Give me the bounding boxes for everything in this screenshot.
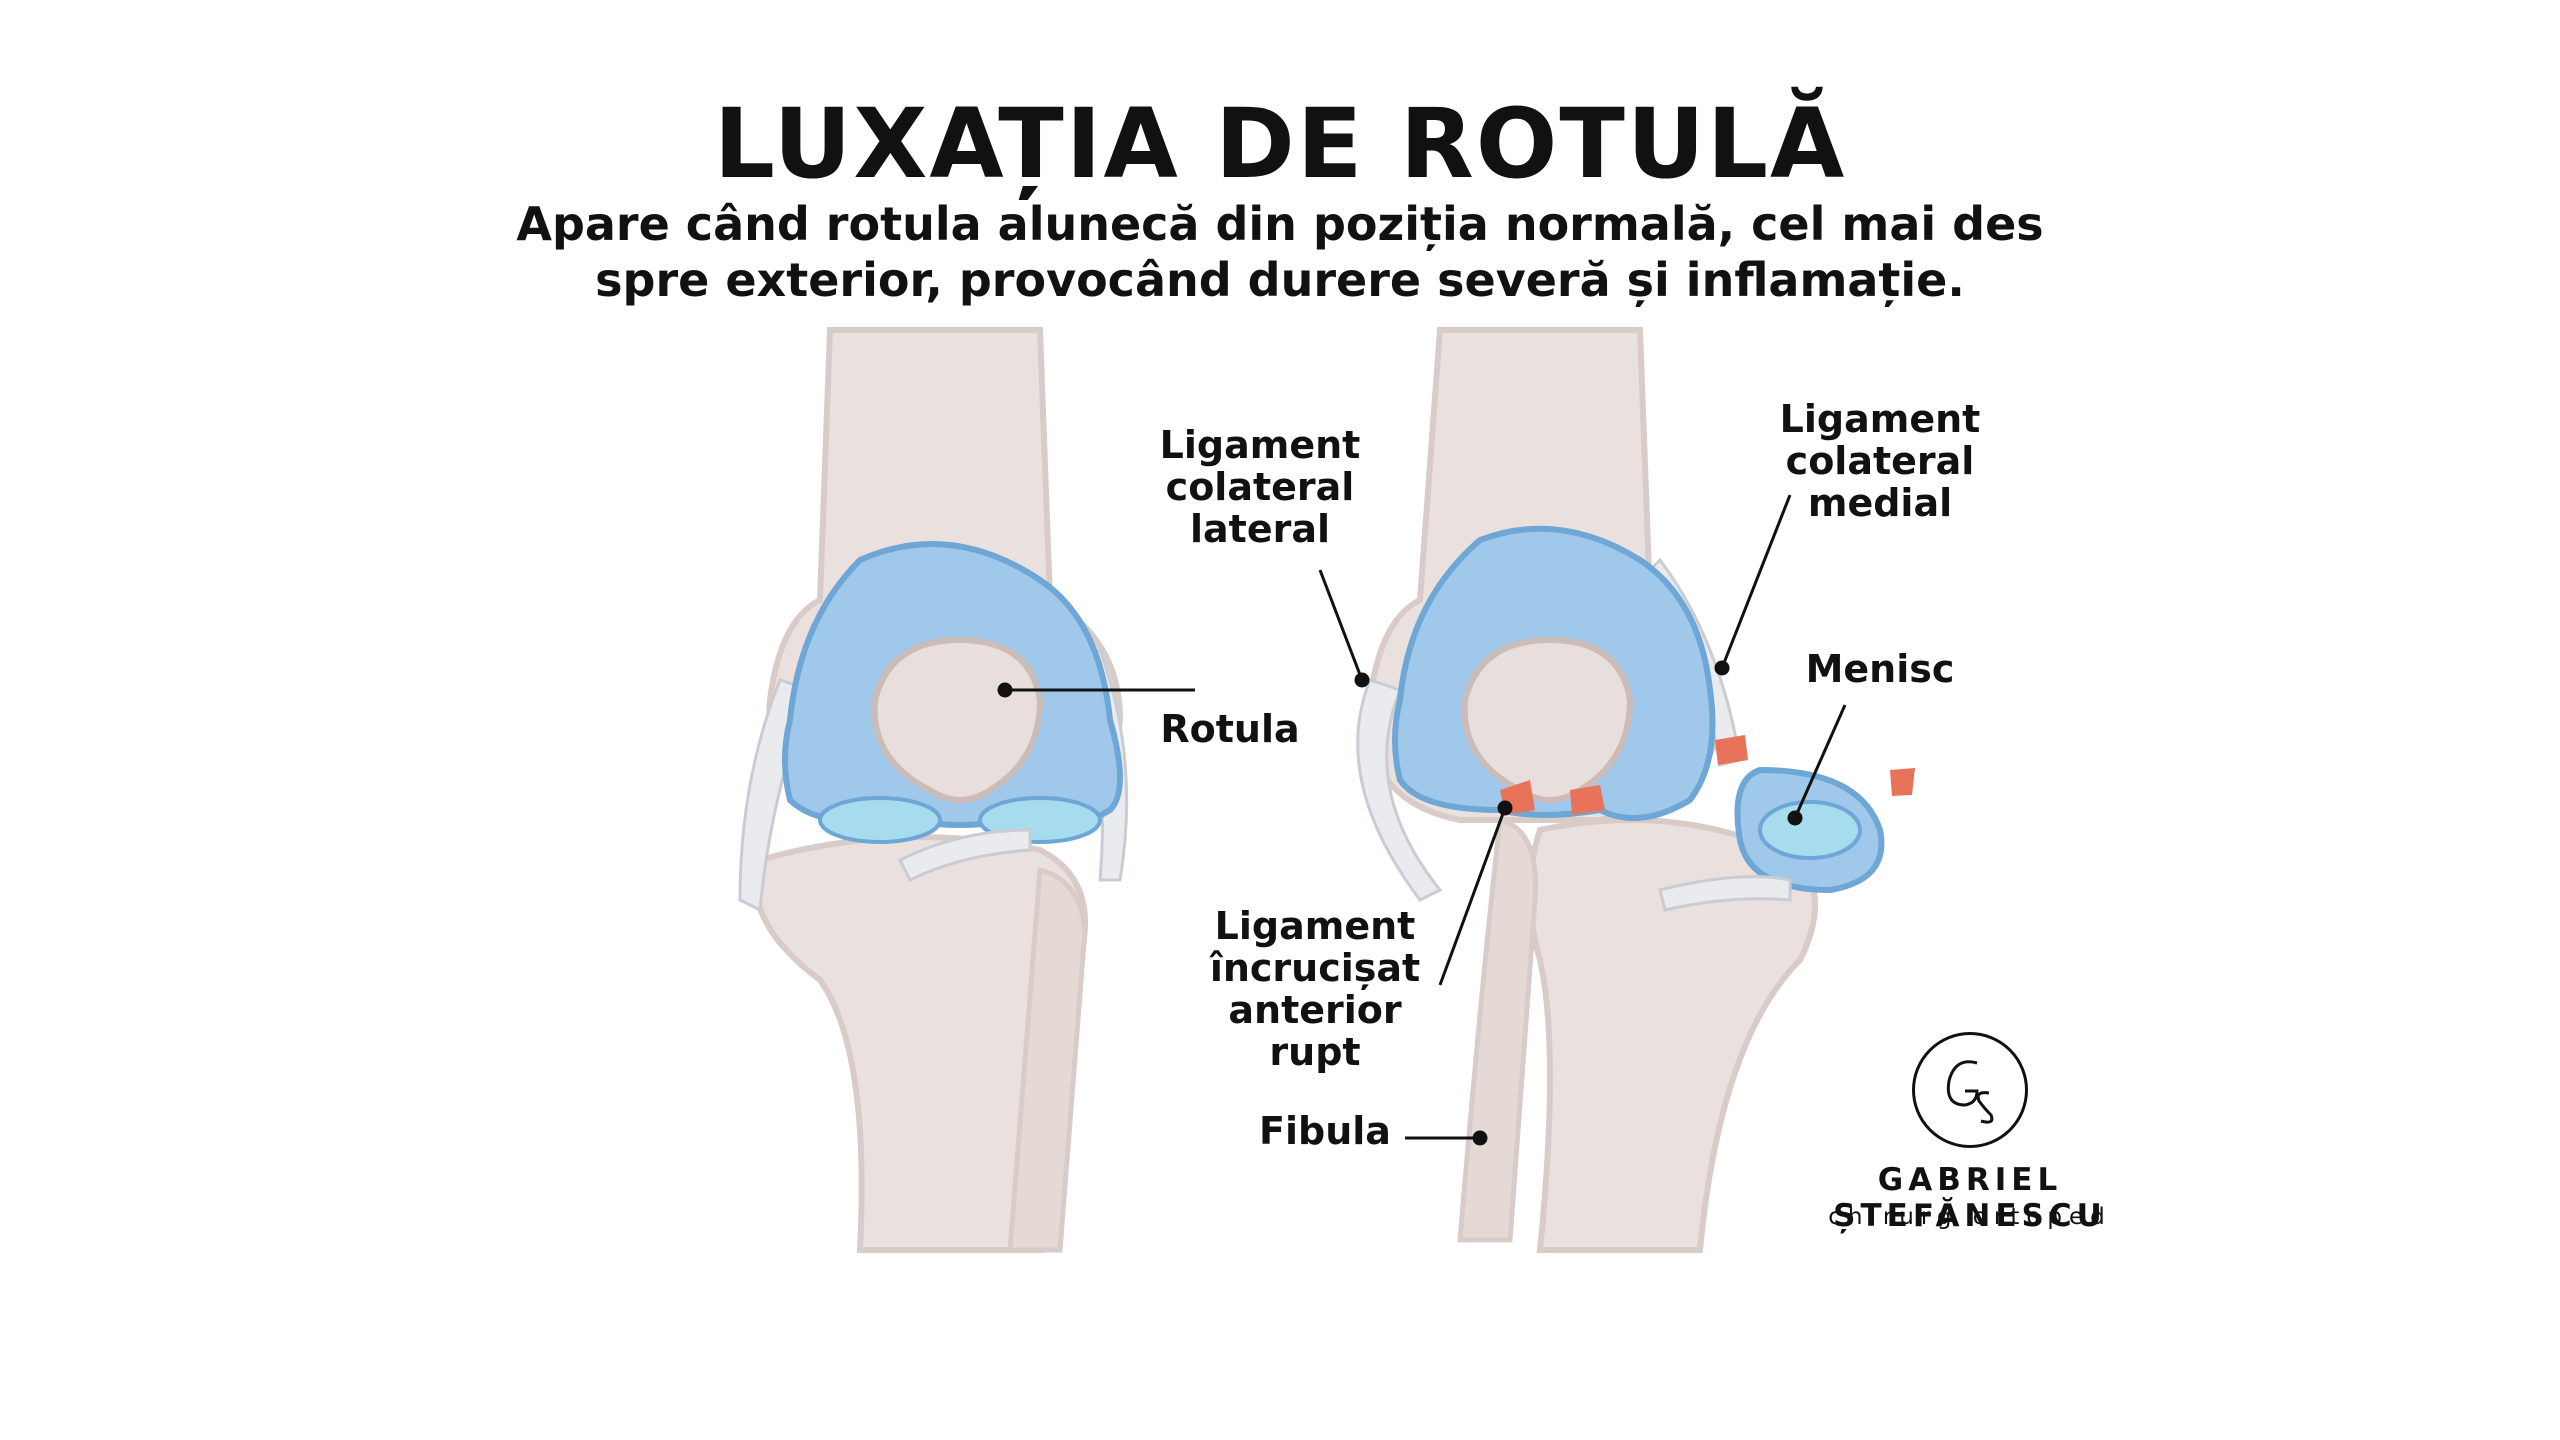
brand-name: GABRIEL ȘTEFĂNESCU <box>1833 1162 2107 1234</box>
leader-lcl <box>1318 569 1364 681</box>
label-fibula: Fibula <box>1259 1109 1391 1153</box>
label-lcl-line-2: colateral <box>1165 465 1355 509</box>
leader-acl-dot <box>1497 800 1513 816</box>
label-menisc: Menisc <box>1805 647 1955 691</box>
label-rotula: Rotula <box>1160 707 1300 751</box>
meniscus-left <box>818 796 942 844</box>
label-acl: Ligament încrucișat anterior rupt <box>1180 905 1450 1073</box>
leader-fibula-dot <box>1472 1130 1488 1146</box>
label-mcl-line-3: medial <box>1807 481 1953 525</box>
leader-menisc-dot <box>1787 810 1803 826</box>
patella-left <box>871 636 1044 803</box>
subtitle-line-1: Apare când rotula alunecă din poziția no… <box>516 197 2044 251</box>
label-mcl-line-2: colateral <box>1785 439 1975 483</box>
meniscus-right-inner <box>1758 800 1862 860</box>
subtitle: Apare când rotula alunecă din poziția no… <box>330 196 2230 308</box>
dislocated-knee <box>1356 327 1915 1253</box>
logo <box>1912 1032 2028 1148</box>
fibula-right <box>1457 816 1539 1243</box>
leader-rotula-dot <box>997 682 1013 698</box>
label-acl-line-3: anterior rupt <box>1228 988 1402 1074</box>
fibula-left <box>1007 866 1088 1253</box>
brand-role: chirurg ortoped <box>1828 1204 2112 1230</box>
tear-meniscus <box>1890 768 1915 796</box>
ligament-tibial-right <box>1658 875 1792 912</box>
patella-right <box>1461 636 1634 803</box>
label-acl-line-1: Ligament <box>1214 904 1416 948</box>
leader-menisc <box>1793 704 1847 819</box>
label-mcl: Ligament colateral medial <box>1770 398 1990 524</box>
leader-acl <box>1438 807 1507 986</box>
label-lcl-line-1: Ligament <box>1159 423 1361 467</box>
leader-mcl-dot <box>1714 660 1730 676</box>
label-lcl-line-3: lateral <box>1189 507 1330 551</box>
label-lcl: Ligament colateral lateral <box>1150 424 1370 550</box>
label-acl-line-2: încrucișat <box>1209 946 1421 990</box>
ligament-lateral-right <box>1356 678 1443 902</box>
tear-mcl <box>1715 735 1748 765</box>
leader-mcl <box>1720 494 1792 669</box>
leader-lcl-dot <box>1354 672 1370 688</box>
page-title: LUXAȚIA DE ROTULĂ <box>713 88 1847 200</box>
leader-lines <box>997 494 1847 1146</box>
label-mcl-line-1: Ligament <box>1779 397 1981 441</box>
cruciate-left <box>897 828 1032 883</box>
normal-knee <box>738 327 1129 1253</box>
monogram-icon <box>1946 1060 1994 1124</box>
tear-acl-2 <box>1570 785 1605 815</box>
subtitle-line-2: spre exterior, provocând durere severă ș… <box>595 253 1965 307</box>
